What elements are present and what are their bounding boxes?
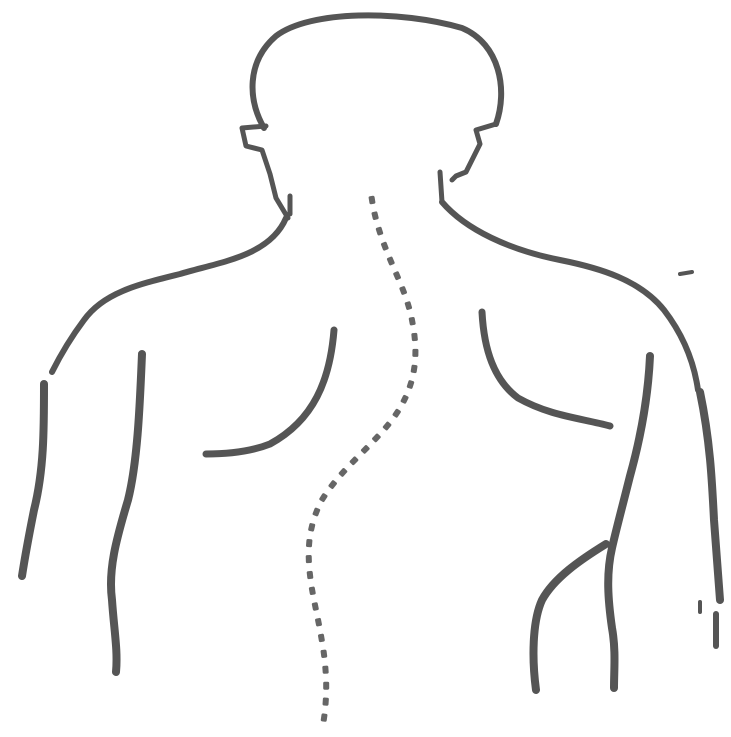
spine-vertebra-dot [307, 571, 314, 580]
right-inner-arm-outline [608, 356, 650, 688]
spine-vertebra-dot [411, 364, 418, 373]
spine-vertebra-dot [315, 618, 322, 627]
spine-vertebra-dot [360, 444, 370, 454]
spine-vertebra-dot [392, 408, 401, 418]
spine-vertebra-dot [409, 317, 416, 326]
spine-vertebra-dot [322, 697, 329, 705]
spine-vertebra-dot [368, 196, 375, 205]
left-shoulder-outline [52, 218, 286, 372]
spine-vertebra-dot [349, 456, 359, 466]
spine-vertebra-dot [308, 523, 316, 532]
spine-vertebra-dot [399, 286, 407, 296]
right-neck-outline [440, 172, 442, 202]
spine-vertebra-dot [320, 649, 327, 658]
left-shoulder-blade-outline [206, 330, 334, 454]
left-inner-arm-outline [111, 354, 142, 672]
body-outline [22, 15, 720, 690]
spine-vertebra-dot [338, 467, 348, 477]
right-shoulder-outline [442, 202, 698, 390]
spine-vertebra-dot [309, 586, 316, 595]
spine-vertebra-dot [411, 333, 418, 342]
left-outer-arm-outline [22, 384, 44, 576]
spine-vertebra-dot [312, 602, 319, 611]
left-ear-outline [242, 126, 288, 218]
spine-vertebra-dot [306, 555, 312, 563]
right-shoulder-blade-outline [482, 312, 610, 426]
spine-vertebra-dot [381, 241, 389, 251]
spine-dotted-curve [306, 196, 419, 730]
spine-vertebra-dot [312, 507, 320, 517]
spine-vertebra-dot [386, 256, 395, 266]
spine-vertebra-dot [406, 380, 414, 389]
spine-vertebra-dot [375, 226, 383, 235]
head-outline [253, 15, 502, 128]
spine-vertebra-dot [321, 713, 328, 722]
right-waist-outline [534, 544, 606, 690]
spine-vertebra-dot [318, 633, 325, 642]
spine-vertebra-dot [412, 349, 418, 357]
spine-vertebra-dot [400, 394, 409, 404]
right-outer-arm-outline [700, 392, 720, 600]
right-shoulder-mark [680, 272, 692, 274]
spine-vertebra-dot [371, 433, 381, 443]
spine-vertebra-dot [382, 421, 392, 431]
spine-vertebra-dot [319, 493, 328, 503]
spine-vertebra-dot [393, 271, 402, 281]
spine-vertebra-dot [328, 480, 338, 490]
spine-vertebra-dot [371, 211, 379, 220]
spine-vertebra-dot [322, 665, 329, 673]
spine-vertebra-dot [323, 682, 329, 690]
spine-vertebra-dot [404, 301, 412, 310]
spine-vertebra-dot [306, 539, 313, 547]
right-ear-outline [452, 124, 496, 180]
